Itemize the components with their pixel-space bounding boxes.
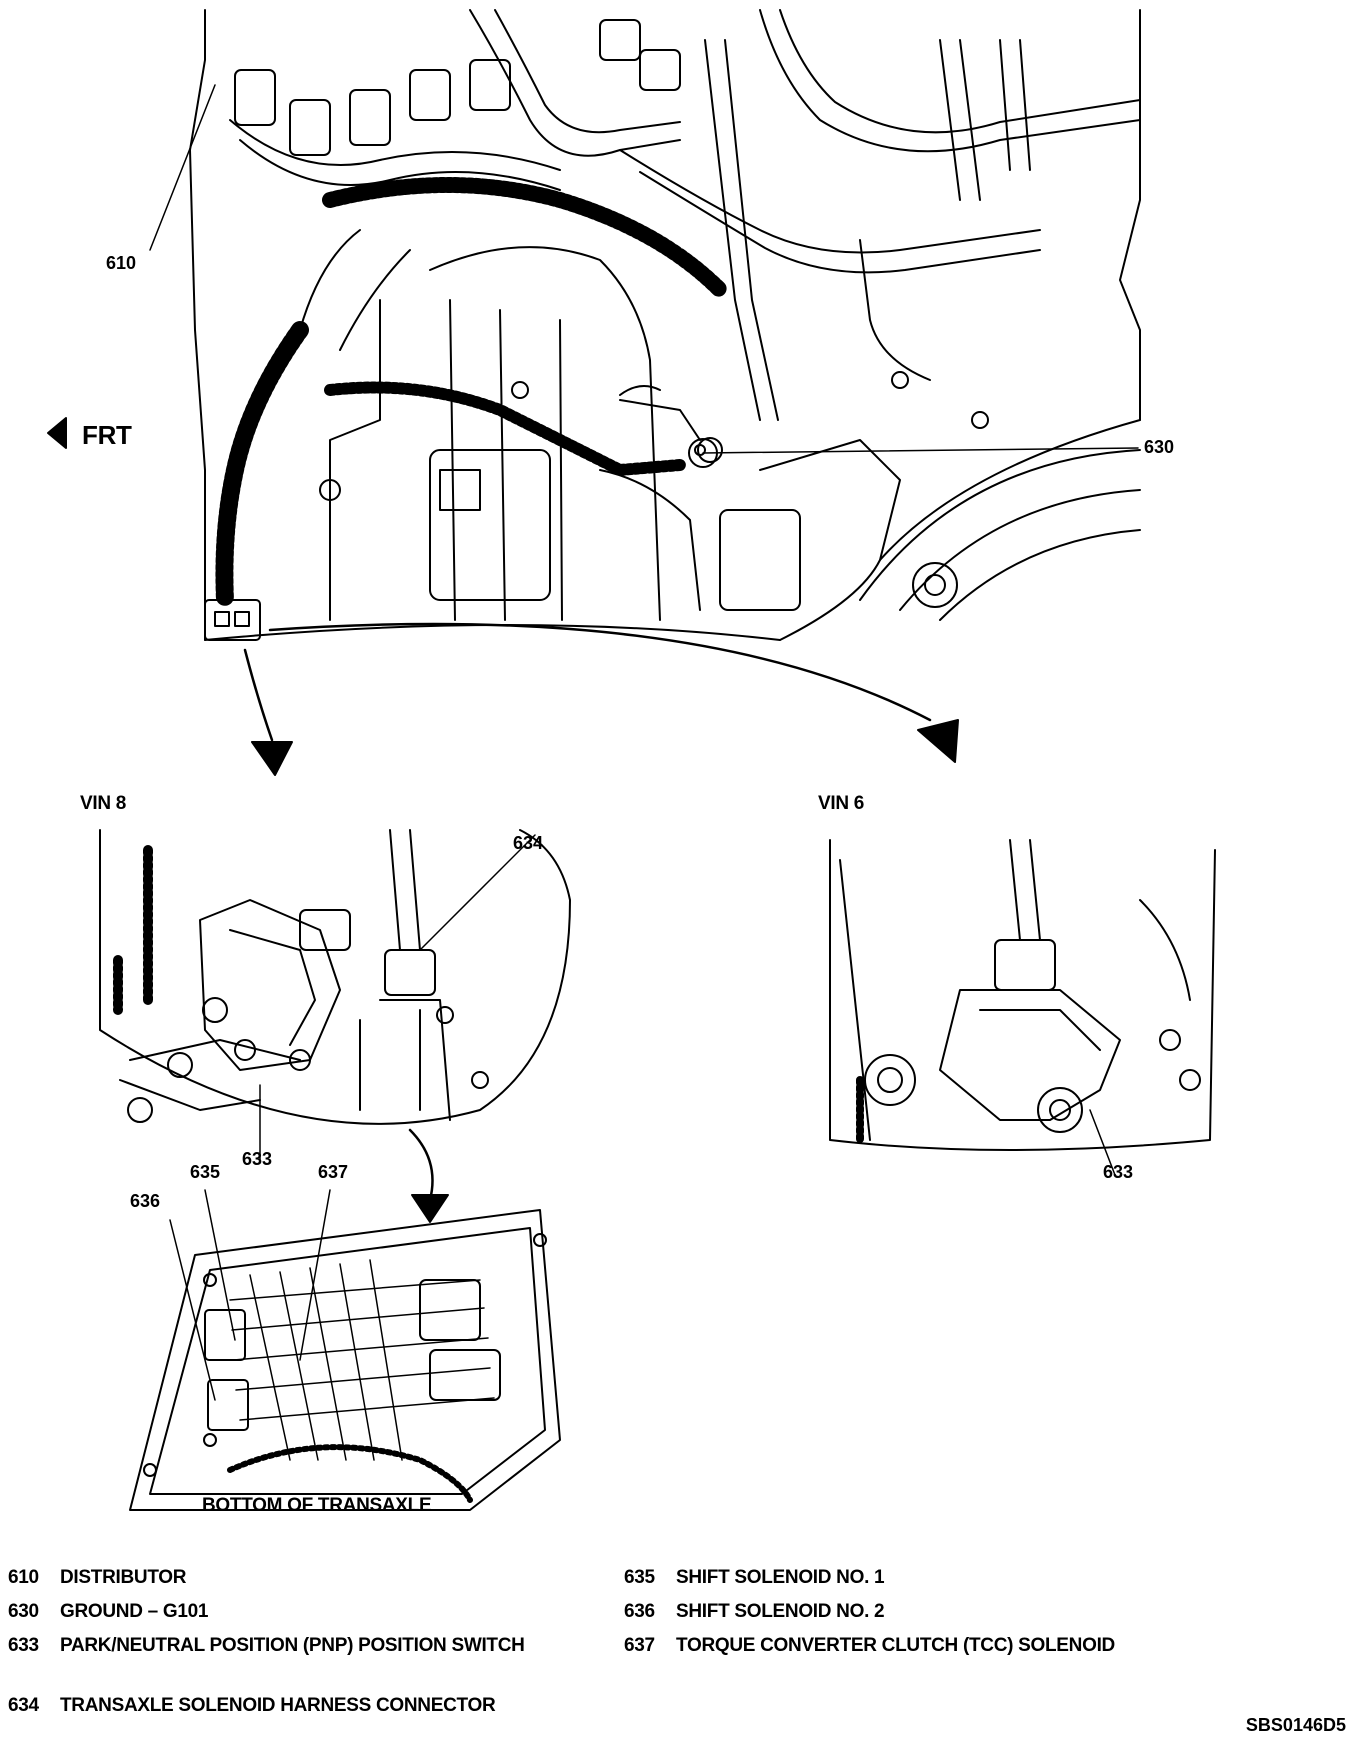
callout-637: 637 <box>318 1162 349 1182</box>
distributor-610 <box>229 19 681 191</box>
legend-number: 634 <box>8 1695 39 1716</box>
legend-text: SHIFT SOLENOID NO. 1 <box>676 1567 885 1588</box>
legend-text: TORQUE CONVERTER CLUTCH (TCC) SOLENOID <box>676 1635 1115 1656</box>
wiring-harness <box>215 177 728 609</box>
detail-arrows <box>243 622 959 776</box>
legend-item-636: 636 SHIFT SOLENOID NO. 2 <box>624 1600 1244 1626</box>
legend-number: 636 <box>624 1601 655 1622</box>
callout-636: 636 <box>130 1191 161 1211</box>
harness-connector-bottom <box>204 599 261 641</box>
arrow-to-bottom-view <box>408 1128 434 1202</box>
legend-text: TRANSAXLE SOLENOID HARNESS CONNECTOR <box>60 1695 496 1716</box>
bottom-of-transaxle-view <box>129 1189 561 1511</box>
legend-text: PARK/NEUTRAL POSITION (PNP) POSITION SWI… <box>60 1635 525 1656</box>
legend-text: DISTRIBUTOR <box>60 1567 187 1588</box>
vin8-title: VIN 8 <box>80 793 127 814</box>
legend-item-635: 635 SHIFT SOLENOID NO. 1 <box>624 1566 1244 1592</box>
callout-633-vin6: 633 <box>1103 1162 1134 1182</box>
legend-item-633: 633 PARK/NEUTRAL POSITION (PNP) POSITION… <box>8 1634 588 1684</box>
vin6-view <box>829 839 1216 1176</box>
legend-text: SHIFT SOLENOID NO. 2 <box>676 1601 885 1622</box>
leader-630 <box>702 447 1139 454</box>
left-arrow-icon <box>47 417 67 449</box>
callout-630: 630 <box>1144 437 1175 457</box>
figure-reference-code: SBS0146D5 <box>1245 1715 1346 1735</box>
legend-number: 610 <box>8 1567 39 1588</box>
arrowhead-bottom-view <box>411 1194 449 1223</box>
legend-number: 635 <box>624 1567 655 1588</box>
callout-633-vin8: 633 <box>242 1149 273 1169</box>
legend-item-637: 637 TORQUE CONVERTER CLUTCH (TCC) SOLENO… <box>624 1634 1284 1660</box>
leader-610 <box>149 84 216 251</box>
legend-number: 637 <box>624 1635 655 1656</box>
vin6-title: VIN 6 <box>818 793 865 814</box>
bottom-of-transaxle-title: BOTTOM OF TRANSAXLE <box>202 1495 432 1516</box>
torque-converter-housing <box>859 449 1141 621</box>
main-engine-view <box>149 9 1141 641</box>
callout-635: 635 <box>190 1162 221 1182</box>
vin8-view <box>99 829 571 1161</box>
callout-634: 634 <box>513 833 544 853</box>
legend-number: 630 <box>8 1601 39 1622</box>
legend-item-630: 630 GROUND – G101 <box>8 1600 588 1626</box>
legend-item-634: 634 TRANSAXLE SOLENOID HARNESS CONNECTOR <box>8 1694 588 1720</box>
callout-610: 610 <box>106 253 137 273</box>
legend-item-610: 610 DISTRIBUTOR <box>8 1566 588 1592</box>
legend-text: GROUND – G101 <box>60 1601 209 1622</box>
legend-number: 633 <box>8 1635 39 1656</box>
front-label: FRT <box>82 420 132 450</box>
